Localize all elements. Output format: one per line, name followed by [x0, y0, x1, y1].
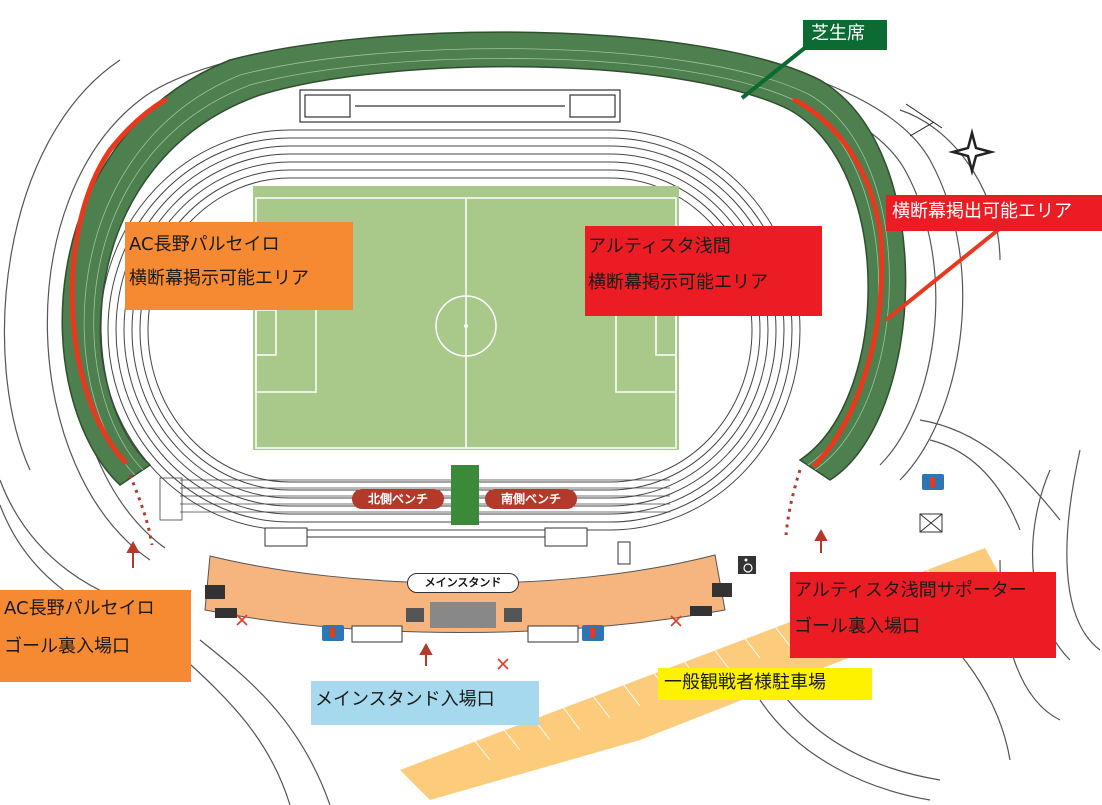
- running-track: [99, 129, 801, 531]
- main-stand-label: メインスタンド: [407, 573, 519, 593]
- restroom-icon: [322, 474, 944, 641]
- leader-lines: [740, 45, 1010, 322]
- ac-nagano-banner-line1: AC長野パルセイロ: [129, 234, 280, 255]
- entrance-arrow-icon: [126, 528, 828, 666]
- closed-x-icon: [236, 614, 682, 670]
- scoreboard: [299, 89, 621, 123]
- south-bench-label: 南側ベンチ: [485, 489, 577, 509]
- main-stand-details: [205, 583, 732, 628]
- seating-rows: [83, 48, 890, 476]
- main-stand-rooms: [351, 625, 579, 643]
- seating-bowl: [61, 31, 907, 486]
- ac-nagano-gate-line1: AC長野パルセイロ: [4, 598, 155, 619]
- altista-gate-label: アルティスタ浅間サポーター ゴール裏入場口: [790, 572, 1056, 658]
- parking-label: 一般観戦者様駐車場: [658, 668, 872, 700]
- altista-gate-line2: ゴール裏入場口: [794, 615, 920, 637]
- right-structures: [919, 513, 943, 533]
- ac-nagano-banner-line2: 横断幕掲示可能エリア: [129, 267, 309, 289]
- gate-paths: [128, 469, 802, 546]
- lower-structures: [264, 527, 631, 565]
- banner-strip-south: [792, 97, 885, 468]
- altista-banner-line2: 横断幕掲示可能エリア: [588, 271, 768, 293]
- ac-nagano-gate-line2: ゴール裏入場口: [4, 635, 130, 657]
- wheelchair-icon: [738, 556, 756, 574]
- banner-areas: [69, 97, 885, 468]
- compass-icon: [905, 103, 996, 176]
- ac-nagano-banner-area-label: AC長野パルセイロ 横断幕掲示可能エリア: [125, 222, 353, 310]
- ac-nagano-gate-label: AC長野パルセイロ ゴール裏入場口: [0, 590, 191, 682]
- altista-banner-line1: アルティスタ浅間: [588, 236, 731, 257]
- main-stand-gate-label: メインスタンド入場口: [311, 681, 539, 725]
- banner-strip-north: [69, 97, 168, 465]
- altista-banner-area-label: アルティスタ浅間 横断幕掲示可能エリア: [585, 226, 822, 316]
- altista-gate-line1: アルティスタ浅間サポーター: [794, 580, 1027, 601]
- turf-seats-label: 芝生席: [803, 20, 887, 50]
- north-bench-label: 北側ベンチ: [352, 489, 444, 509]
- banner-area-label: 横断幕掲出可能エリア: [886, 195, 1102, 231]
- main-stand-structure: [204, 554, 726, 633]
- bench-divider: [451, 465, 479, 525]
